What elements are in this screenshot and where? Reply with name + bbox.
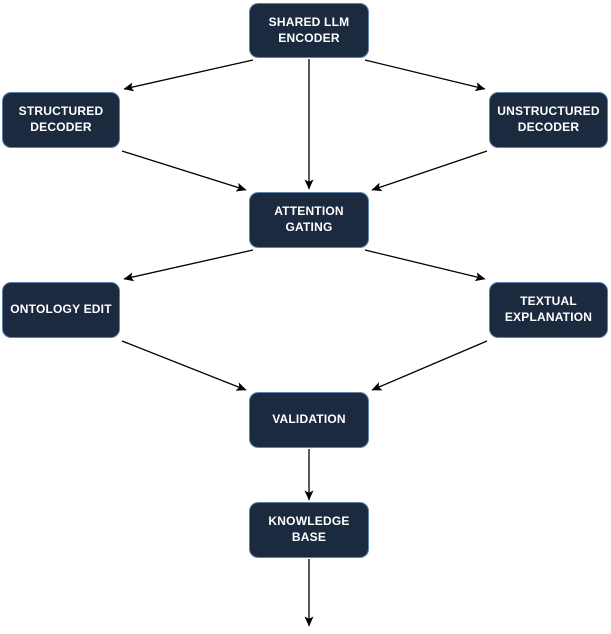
node-label-ontology-edit: ONTOLOGY EDIT bbox=[10, 302, 112, 317]
node-ontology-edit: ONTOLOGY EDIT bbox=[2, 282, 120, 338]
node-label-knowledge-base: KNOWLEDGE BASE bbox=[268, 514, 350, 544]
edge-shared-llm-encoder-to-unstructured-decoder bbox=[364, 59, 486, 92]
node-label-shared-llm-encoder: SHARED LLM ENCODER bbox=[268, 14, 350, 45]
edge-shared-llm-encoder-to-structured-decoder bbox=[123, 59, 254, 92]
node-label-structured-decoder: STRUCTURED DECODER bbox=[18, 104, 104, 134]
node-label-attention-gating: ATTENTION GATING bbox=[274, 204, 344, 234]
node-textual-explanation: TEXTUAL EXPLANATION bbox=[489, 282, 608, 338]
edge-attention-gating-to-textual-explanation bbox=[364, 249, 486, 282]
edge-structured-decoder-to-attention-gating bbox=[121, 150, 247, 192]
edge-attention-gating-to-ontology-edit bbox=[123, 249, 254, 282]
edge-unstructured-decoder-to-attention-gating bbox=[371, 150, 488, 192]
node-shared-llm-encoder: SHARED LLM ENCODER bbox=[249, 3, 369, 58]
node-structured-decoder: STRUCTURED DECODER bbox=[2, 92, 120, 148]
node-knowledge-base: KNOWLEDGE BASE bbox=[249, 502, 369, 558]
node-attention-gating: ATTENTION GATING bbox=[249, 192, 369, 248]
node-label-validation: VALIDATION bbox=[272, 412, 346, 427]
node-validation: VALIDATION bbox=[249, 392, 369, 448]
node-unstructured-decoder: UNSTRUCTURED DECODER bbox=[489, 92, 608, 148]
edge-textual-explanation-to-validation bbox=[371, 340, 488, 391]
node-label-textual-explanation: TEXTUAL EXPLANATION bbox=[504, 294, 593, 324]
node-label-unstructured-decoder: UNSTRUCTURED DECODER bbox=[497, 104, 600, 134]
edge-ontology-edit-to-validation bbox=[121, 340, 247, 391]
